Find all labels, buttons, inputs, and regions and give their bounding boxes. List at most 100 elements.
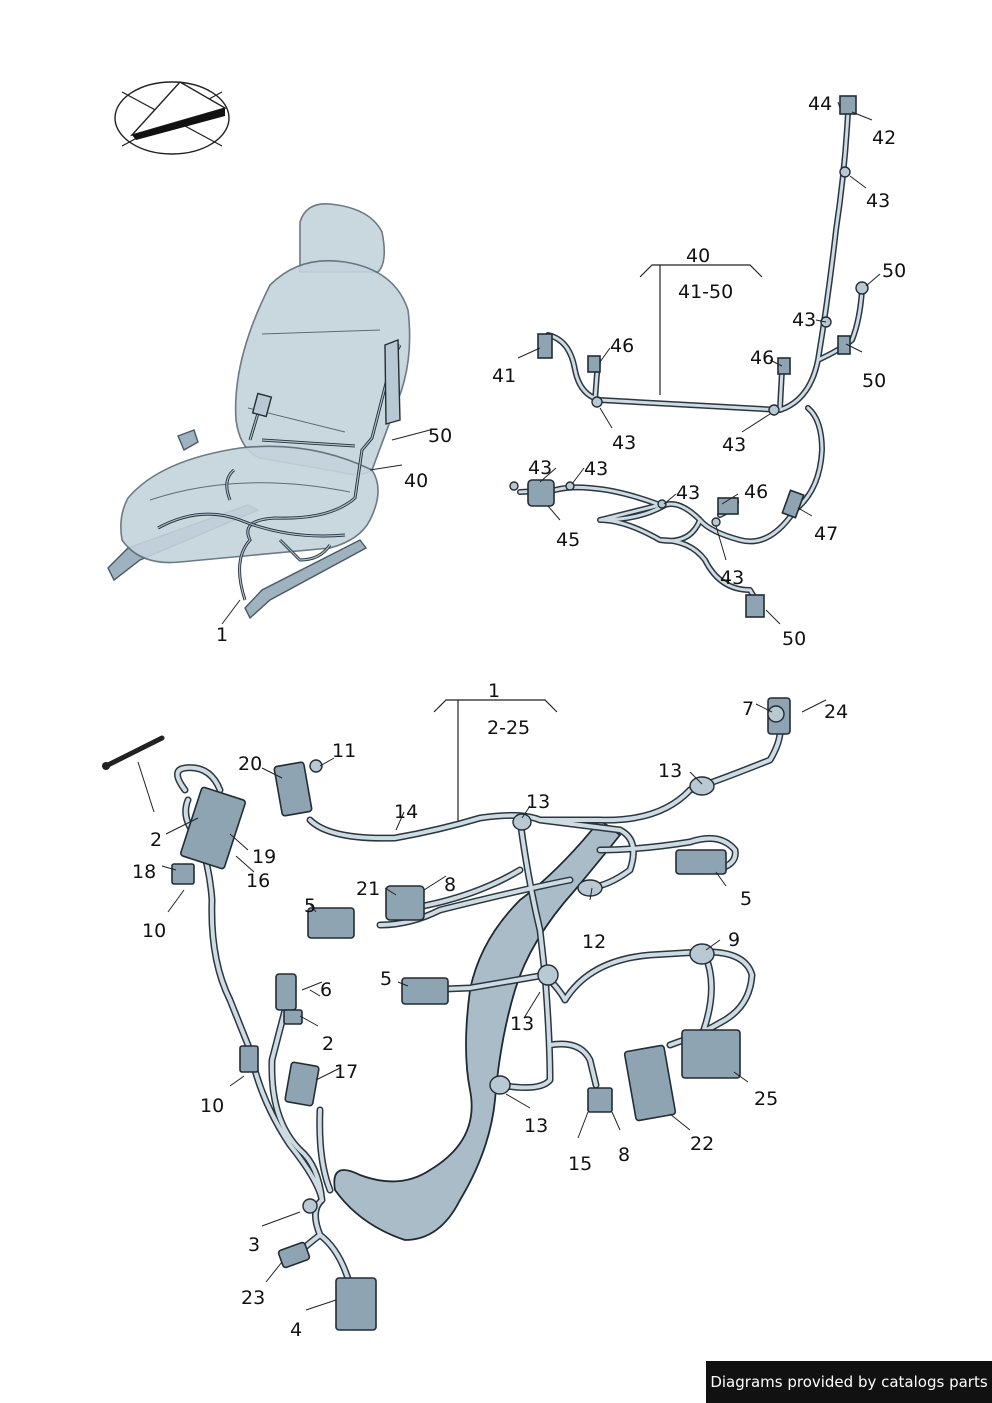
callout: 11	[332, 740, 356, 762]
callout: 47	[814, 523, 838, 545]
connector-2-lower	[283, 1009, 303, 1025]
callout: 19	[252, 846, 276, 868]
connector-10-lower	[239, 1045, 259, 1073]
callout: 50	[428, 425, 452, 447]
callout: 4	[290, 1319, 302, 1341]
callout: 23	[241, 1287, 265, 1309]
callout: 8	[618, 1144, 630, 1166]
group-bracket-40	[639, 264, 763, 395]
clip-43-d	[711, 517, 721, 527]
callout: 46	[750, 347, 774, 369]
callout: 13	[510, 1013, 534, 1035]
callout: 42	[872, 127, 896, 149]
callout: 5	[740, 888, 752, 910]
connector-23	[277, 1241, 311, 1269]
connector-46b	[777, 357, 791, 375]
grommet-7	[767, 705, 785, 723]
connector-4	[335, 1277, 377, 1331]
callout: 43	[722, 434, 746, 456]
callout: 18	[132, 861, 156, 883]
callout: 21	[356, 878, 380, 900]
callout: 43	[866, 190, 890, 212]
harness-1	[102, 697, 791, 1331]
connector-15	[587, 1087, 613, 1113]
callout: 15	[568, 1153, 592, 1175]
callout: 3	[248, 1234, 260, 1256]
connector-5-right	[675, 849, 727, 875]
cable-tie-2	[103, 735, 165, 769]
callout: 2	[150, 829, 162, 851]
callout: 2	[322, 1033, 334, 1055]
callout: 10	[200, 1095, 224, 1117]
connector-46a	[587, 355, 601, 373]
callout: 8	[444, 874, 456, 896]
connector-45	[527, 479, 555, 507]
connector-21	[385, 885, 425, 921]
harness-40	[509, 95, 869, 618]
clip-43-left	[591, 396, 603, 408]
callout: 43	[584, 458, 608, 480]
grommet-12	[577, 879, 603, 897]
callout: 40	[404, 470, 428, 492]
wire-core	[518, 110, 864, 602]
callouts-harness-40: 44 42 43 50 43 50 46 41 46 43 43 43 43 4…	[492, 93, 906, 650]
connector-46c	[717, 497, 739, 515]
callout: 5	[380, 968, 392, 990]
callout: 5	[304, 895, 316, 917]
attribution-banner: Diagrams provided by catalogs parts	[706, 1361, 992, 1403]
clip-43-center	[768, 404, 780, 416]
connector-50-top	[855, 281, 869, 295]
clip-43-a	[509, 481, 519, 491]
seat-illustration	[107, 203, 411, 620]
orientation-compass-icon	[114, 81, 230, 155]
callout: 43	[528, 457, 552, 479]
connector-50-bottom	[745, 594, 765, 618]
callout: 50	[782, 628, 806, 650]
callout: 7	[742, 698, 754, 720]
callout: 43	[612, 432, 636, 454]
callout: 12	[582, 931, 606, 953]
callouts-harness-1: 7 24 20 11 13 14 13 2 19 18 16 21 8 5 10…	[132, 698, 848, 1341]
callout: 43	[792, 309, 816, 331]
connector-20	[273, 761, 313, 817]
callouts-seat: 50 40 1	[216, 425, 452, 646]
connector-5-left	[307, 907, 355, 939]
callout: 41	[492, 365, 516, 387]
callout: 46	[744, 481, 768, 503]
connector-17	[284, 1061, 320, 1107]
clip-43-top	[839, 166, 851, 178]
callout: 44	[808, 93, 832, 115]
cap-11	[309, 759, 323, 773]
callout: 22	[690, 1133, 714, 1155]
callout: 16	[246, 870, 270, 892]
connector-44	[839, 95, 857, 115]
callout: 13	[526, 791, 550, 813]
callout: 10	[142, 920, 166, 942]
clip-13-mid	[537, 964, 559, 986]
clip-3	[302, 1198, 318, 1214]
clip-13-bottom	[489, 1075, 511, 1095]
callout: 24	[824, 701, 848, 723]
group-label-1: 1	[488, 680, 500, 702]
group-labels: 40 41-50 1 2-25	[487, 245, 733, 739]
group-range-41-50: 41-50	[678, 281, 733, 303]
callout: 20	[238, 753, 262, 775]
group-bracket-1	[433, 699, 558, 822]
callout: 43	[720, 567, 744, 589]
callout: 13	[658, 760, 682, 782]
connector-18	[171, 863, 195, 885]
callout: 25	[754, 1088, 778, 1110]
callout: 1	[216, 624, 228, 646]
connector-6	[275, 973, 297, 1011]
clip-43-c	[657, 499, 667, 509]
clip-13-top	[512, 813, 532, 831]
group-range-2-25: 2-25	[487, 717, 530, 739]
connector-50-right	[837, 335, 851, 355]
callout: 14	[394, 801, 418, 823]
callout: 43	[676, 482, 700, 504]
connector-22	[623, 1044, 677, 1122]
connector-5-mid	[401, 977, 449, 1005]
connector-25	[681, 1029, 741, 1079]
callout: 13	[524, 1115, 548, 1137]
